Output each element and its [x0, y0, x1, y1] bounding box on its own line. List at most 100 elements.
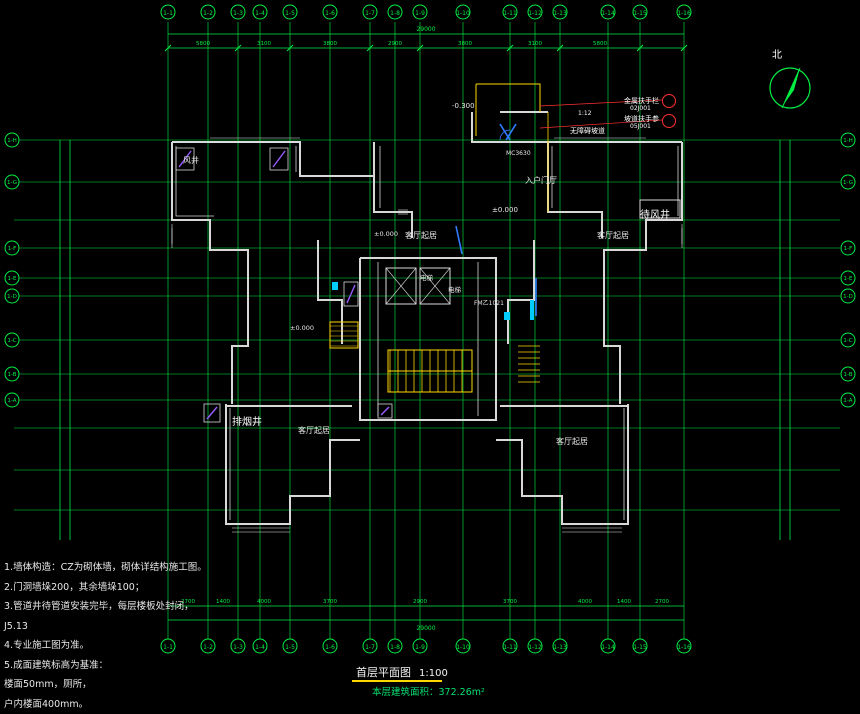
axis-bubble-left-label: 1-E: [8, 276, 17, 282]
axis-bubble-bottom-label: 1-2: [203, 644, 213, 651]
wall-segment: [604, 142, 682, 404]
dim-overall-top: 29000: [416, 26, 435, 33]
axis-bubble-right-label: 1-A: [843, 398, 852, 404]
axis-bubble-top-label: 1-11: [503, 10, 517, 17]
axis-bubble-bottom-label: 1-8: [390, 644, 400, 651]
axis-bubble-bottom-label: 1-14: [601, 644, 615, 651]
room-label-entrance: 入户门厅: [525, 175, 557, 186]
wall-segment: [360, 258, 496, 420]
room-label-living-left-lower: 客厅起居: [298, 425, 330, 436]
north-arrow-icon: [770, 68, 810, 108]
callout-slope: 1:12: [578, 110, 591, 117]
axis-bubble-bottom-label: 1-12: [528, 644, 542, 651]
axis-bubble-left-label: 1-A: [7, 398, 16, 404]
general-notes: 1.墙体构造：CZ为砌体墙，砌体详结构施工图。 2.门洞墙垛200，其余墙垛10…: [4, 558, 204, 714]
level-mark-hall: ±0.000: [374, 230, 398, 238]
dim-text-bottom: 2900: [413, 599, 427, 605]
column-hatch: [504, 312, 510, 320]
axis-bubble-left-label: 1-D: [7, 294, 17, 300]
dim-text-bottom: 1400: [216, 599, 230, 605]
axis-bubble-right-label: 1-G: [843, 180, 853, 186]
door-tag-main: MC3630: [506, 150, 531, 157]
axis-bubble-top-label: 1-10: [456, 10, 470, 17]
stairs: [330, 84, 548, 392]
door-tag-stair: FM乙1021: [474, 298, 504, 307]
level-mark-outside: -0.300: [452, 102, 475, 110]
note-line-2: 2.门洞墙垛200，其余墙垛100；: [4, 578, 204, 598]
axis-bubble-bottom-label: 1-7: [365, 644, 375, 651]
callout-ref-1: 02J001: [630, 105, 651, 112]
dim-text-bottom: 2700: [655, 599, 669, 605]
axis-bubble-bottom-label: 1-15: [633, 644, 647, 651]
room-label-wind-shaft-left: 风井: [183, 155, 199, 166]
axis-bubble-top-label: 1-5: [285, 10, 295, 17]
dim-text-top: 5800: [593, 41, 607, 47]
wall-segment: [172, 142, 248, 404]
axis-bubble-top-label: 1-4: [255, 10, 265, 17]
room-label-elevator: 电梯: [420, 272, 433, 282]
axis-bubble-top-label: 1-3: [233, 10, 243, 17]
detail-ref-circle-2: [662, 114, 676, 128]
axis-bubble-bottom-label: 1-6: [325, 644, 335, 651]
level-mark-left: ±0.000: [290, 324, 314, 332]
axis-bubble-right-label: 1-C: [843, 338, 852, 344]
title-underline: [352, 680, 442, 682]
floor-area: 本层建筑面积：372.26m²: [372, 684, 485, 698]
column-hatch: [332, 282, 338, 290]
dim-text-top: 3800: [323, 41, 337, 47]
axis-bubble-bottom-label: 1-13: [553, 644, 567, 651]
dim-text-bottom: 4000: [257, 599, 271, 605]
dim-text-top: 3800: [458, 41, 472, 47]
axis-bubble-bottom-label: 1-9: [415, 644, 425, 651]
axis-bubble-bottom-label: 1-10: [456, 644, 470, 651]
axis-bubble-left-label: 1-H: [7, 138, 17, 144]
note-line-3: 3.管道井待管道安装完毕，每层楼板处封闭，: [4, 597, 204, 617]
wall-segment: [508, 240, 534, 344]
drawing-scale: 1:100: [419, 668, 448, 679]
note-line-4: J5.13: [4, 617, 204, 637]
dim-overall-bottom: 29000: [416, 625, 435, 632]
door-leaf: [500, 124, 510, 140]
note-line-8: 户内楼面400mm。: [4, 695, 204, 714]
drawing-title-text: 首层平面图: [356, 666, 411, 679]
dim-text-bottom: 3700: [323, 599, 337, 605]
dim-text-top: 5800: [196, 41, 210, 47]
door-leaf: [506, 124, 516, 140]
drawing-title: 首层平面图 1:100: [356, 664, 448, 680]
walls: [172, 112, 682, 524]
axis-bubble-top-label: 1-12: [528, 10, 542, 17]
wall-segment: [172, 142, 374, 176]
wall-segment: [548, 142, 602, 238]
axis-bubble-top-label: 1-15: [633, 10, 647, 17]
shaft-diagonal: [207, 407, 217, 419]
room-label-living-right-upper: 客厅起居: [597, 230, 629, 241]
axis-bubble-top-label: 1-16: [677, 10, 691, 17]
dim-text-bottom: 1400: [617, 599, 631, 605]
axis-bubble-left-label: 1-B: [7, 372, 16, 378]
axis-bubble-bottom-label: 1-5: [285, 644, 295, 651]
callout-ref-2: 05J001: [630, 123, 651, 130]
north-label: 北: [772, 46, 782, 61]
column-hatch: [530, 300, 534, 320]
room-label-living-left-upper: 客厅起居: [405, 230, 437, 241]
note-line-1: 1.墙体构造：CZ为砌体墙，砌体详结构施工图。: [4, 558, 204, 578]
shaft-diagonal: [381, 407, 389, 415]
detail-ref-circle-1: [662, 94, 676, 108]
axis-bubble-top-label: 1-8: [390, 10, 400, 17]
shaft-diagonal: [273, 151, 285, 167]
room-label-living-right-lower: 客厅起居: [556, 436, 588, 447]
axis-grid: [14, 22, 840, 646]
axis-bubble-bottom-label: 1-3: [233, 644, 243, 651]
axis-bubble-bottom-label: 1-4: [255, 644, 265, 651]
note-line-5: 4.专业施工图为准。: [4, 636, 204, 656]
door-leaf: [456, 226, 462, 254]
dim-text-top: 3100: [257, 41, 271, 47]
note-line-7: 楼面50mm，厕所，: [4, 675, 204, 695]
axis-bubble-right-label: 1-F: [844, 246, 853, 252]
axis-bubble-bottom-label: 1-11: [503, 644, 517, 651]
room-label-smoke-shaft: 排烟井: [232, 413, 262, 428]
room-label-wind-shaft-right: 待风井: [640, 206, 670, 221]
axis-bubble-top-label: 1-14: [601, 10, 615, 17]
